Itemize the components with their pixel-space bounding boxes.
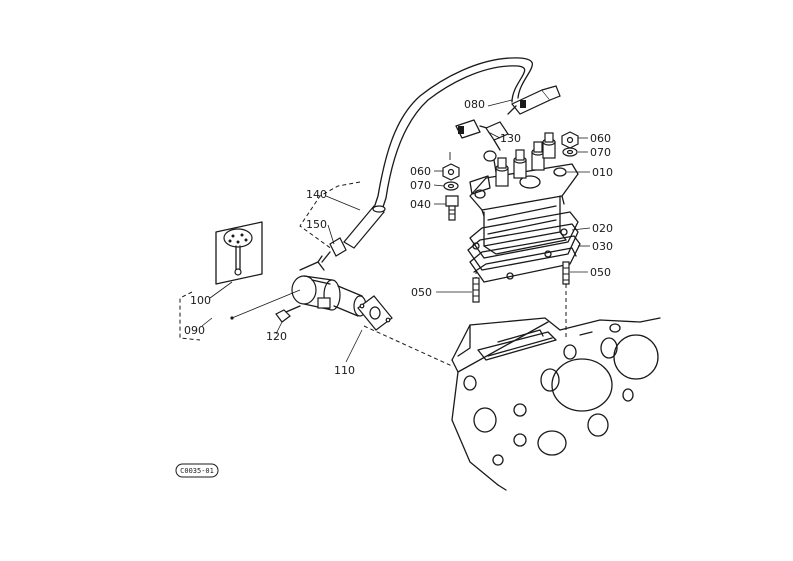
label-150: 150 (306, 218, 327, 231)
delivery-valve-4 (542, 132, 556, 159)
delivery-valve-1 (495, 157, 509, 187)
label-130: 130 (500, 132, 521, 145)
label-060-left: 060 (410, 165, 431, 178)
engine-block (451, 317, 661, 491)
delivery-valve-2 (513, 149, 527, 179)
label-010: 010 (592, 166, 613, 179)
washer-right-drawing (562, 147, 578, 157)
connector-080-drawing (455, 85, 561, 139)
label-050-right: 050 (590, 266, 611, 279)
label-040: 040 (410, 198, 431, 211)
bolt-120-drawing (275, 305, 301, 323)
drawing-code-badge: C0035-01 (175, 463, 219, 478)
label-120: 120 (266, 330, 287, 343)
label-140: 140 (306, 188, 327, 201)
washer-left-drawing (443, 181, 459, 191)
drawing-code: C0035-01 (180, 467, 214, 475)
hose-140-drawing (299, 181, 386, 253)
label-090: 090 (184, 324, 205, 337)
injection-pump-drawing (467, 132, 581, 283)
leader-lines (201, 99, 591, 363)
delivery-valve-3 (531, 141, 545, 171)
gasket-110-drawing (357, 295, 393, 331)
fitting-130-drawing (483, 121, 509, 173)
label-030: 030 (592, 240, 613, 253)
fuel-hose-loop (373, 57, 533, 209)
solenoid-drawing (291, 255, 367, 317)
label-020: 020 (592, 222, 613, 235)
label-050-left: 050 (411, 286, 432, 299)
label-070-right: 070 (590, 146, 611, 159)
clamp-150-drawing (321, 237, 347, 263)
label-110: 110 (334, 364, 355, 377)
nut-right-drawing (561, 131, 579, 149)
label-080: 080 (464, 98, 485, 111)
nut-left-drawing (442, 152, 460, 181)
stud-right-drawing (562, 261, 570, 340)
assembly-line (363, 325, 453, 367)
bolt-040-drawing (445, 195, 459, 221)
label-060-right: 060 (590, 132, 611, 145)
label-100: 100 (190, 294, 211, 307)
solenoid-detail-inset (215, 221, 263, 285)
label-070-left: 070 (410, 179, 431, 192)
part-labels: 010 020 030 040 050 050 060 060 070 070 … (184, 98, 613, 377)
stud-left-drawing (472, 270, 480, 303)
assembly-bracket-090 (179, 291, 201, 341)
